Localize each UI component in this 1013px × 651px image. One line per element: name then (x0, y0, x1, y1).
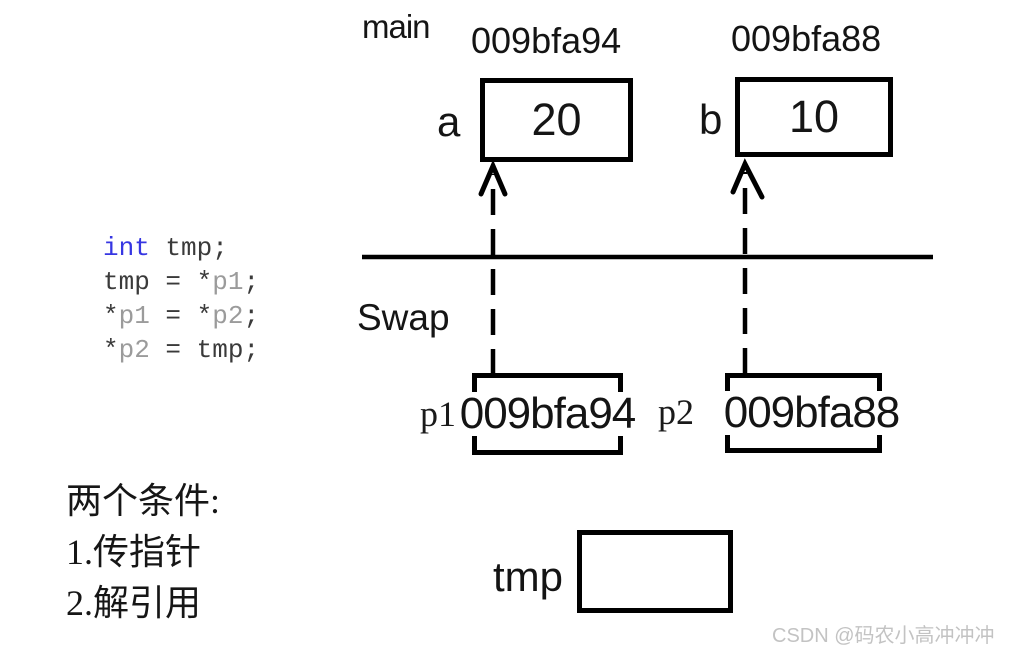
pointer-name-p2: p2 (658, 392, 694, 432)
note-item-1: 1.传指针 (66, 532, 202, 572)
csdn-watermark: CSDN @码农小高冲冲冲 (772, 625, 995, 647)
swap-frame-label: Swap (357, 297, 450, 338)
pointer-value-p2: 009bfa88 (722, 388, 901, 437)
variable-value-b: 10 (788, 91, 840, 142)
variable-name-a: a (437, 98, 461, 145)
temp-variable-box (577, 530, 733, 613)
swap-code-snippet: int tmp; tmp = *p1; *p1 = *p2; *p2 = tmp; (103, 231, 259, 367)
address-label-b: 009bfa88 (731, 18, 882, 59)
address-label-a: 009bfa94 (471, 20, 622, 61)
variable-box-b: 10 (735, 77, 893, 157)
code-line: *p2 = tmp; (103, 335, 260, 365)
pointer-value-p1: 009bfa94 (458, 389, 637, 438)
note-item-2: 2.解引用 (66, 583, 202, 623)
code-line: int tmp; (103, 233, 228, 263)
variable-name-b: b (699, 96, 723, 143)
main-frame-label: main (362, 8, 431, 45)
pointer-box-p2: 009bfa88 (722, 373, 901, 453)
conditions-note: 两个条件: 1.传指针 2.解引用 (66, 476, 220, 629)
variable-box-a: 20 (480, 78, 633, 162)
variable-value-a: 20 (531, 94, 582, 145)
arrow-p2-to-b (730, 158, 765, 374)
arrow-p1-to-a (478, 159, 508, 375)
code-line: tmp = *p1; (103, 267, 260, 297)
pointer-name-p1: p1 (420, 394, 456, 434)
pointer-box-p1: 009bfa94 (458, 373, 637, 455)
code-line: *p1 = *p2; (103, 301, 260, 331)
temp-variable-name: tmp (493, 553, 564, 600)
note-title: 两个条件: (66, 481, 221, 521)
